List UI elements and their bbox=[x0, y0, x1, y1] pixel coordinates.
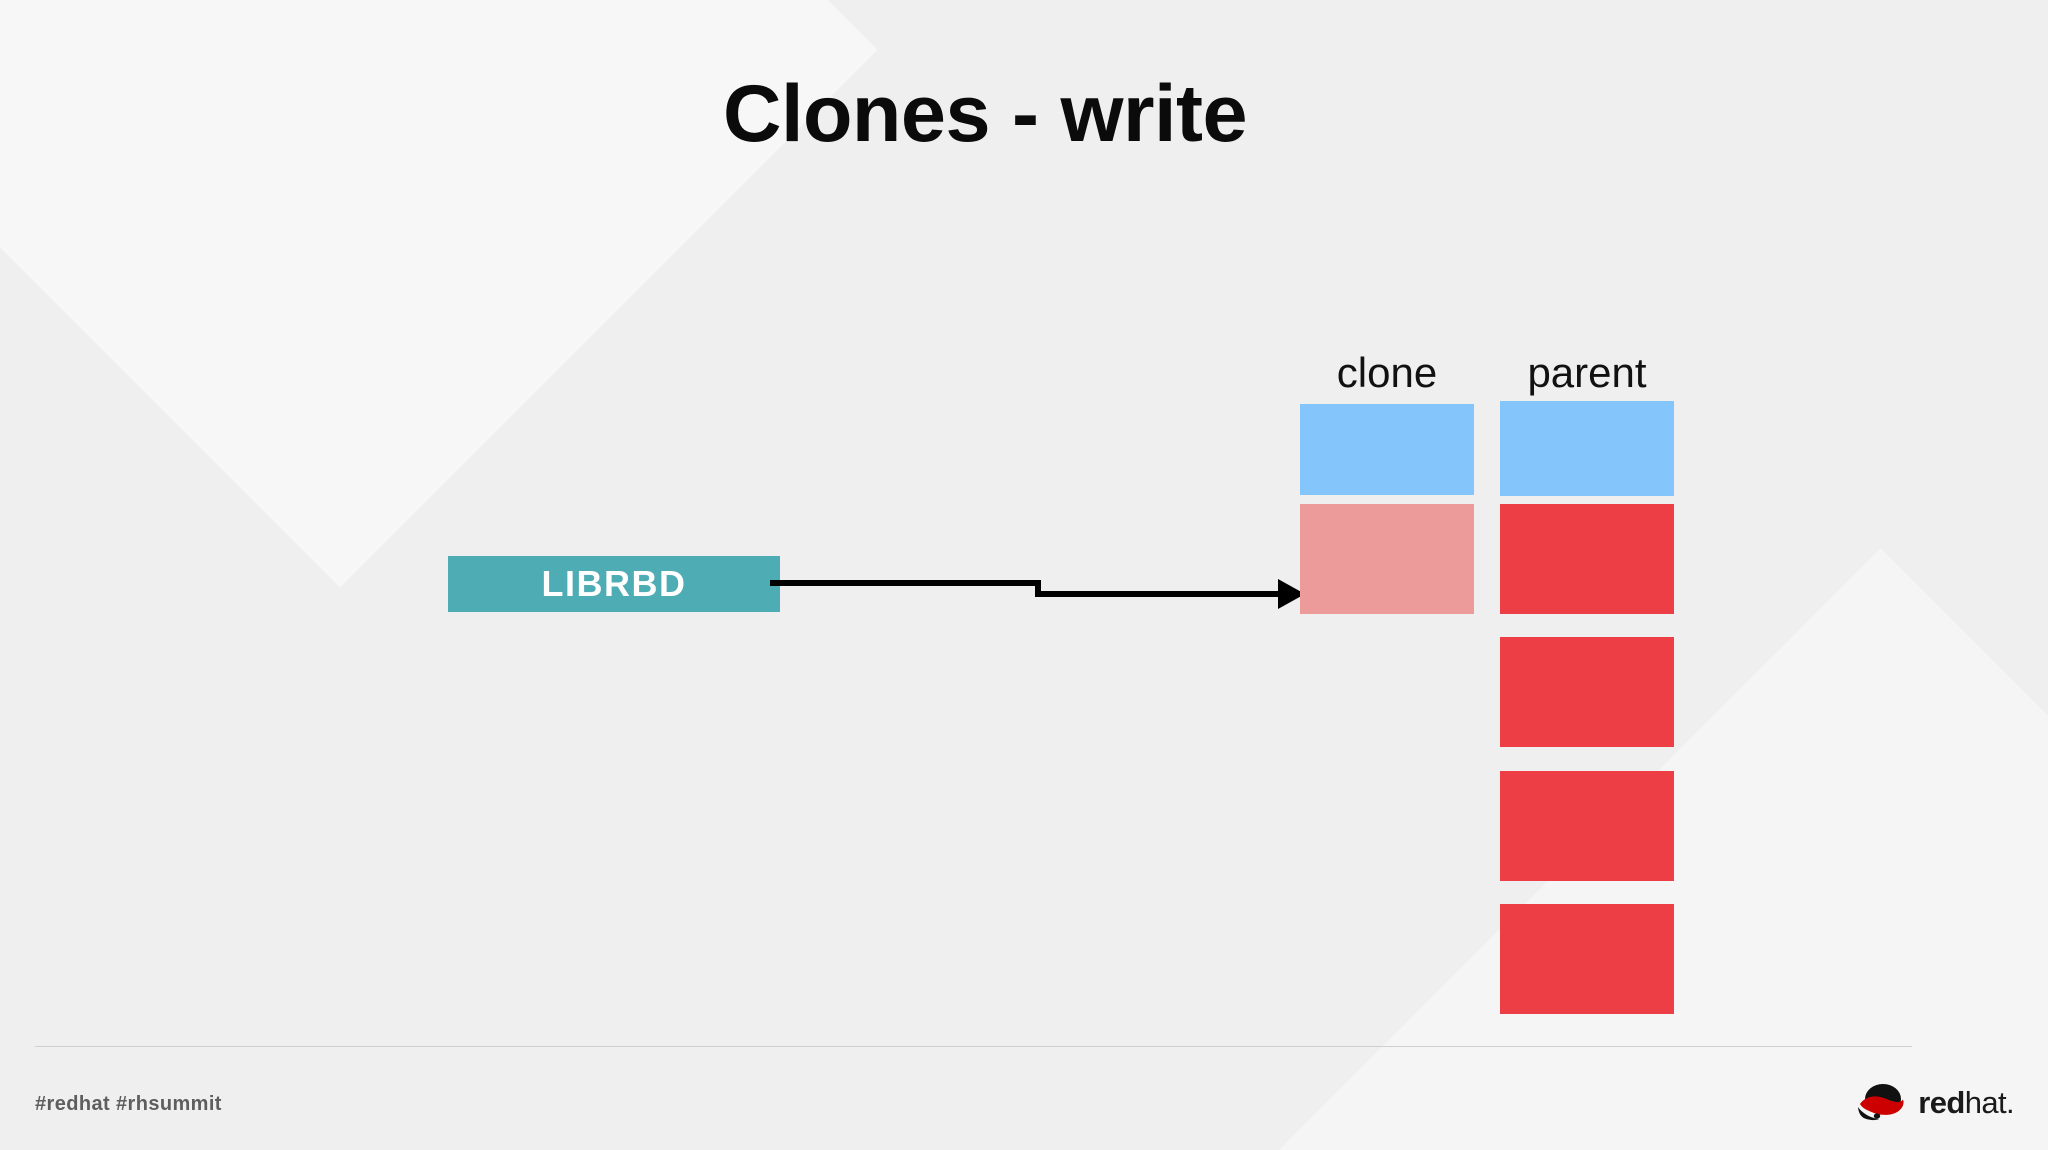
parent-block-1 bbox=[1500, 504, 1674, 614]
parent-block-2 bbox=[1500, 637, 1674, 747]
column-parent: parent bbox=[1500, 349, 1674, 1014]
parent-block-0 bbox=[1500, 401, 1674, 496]
redhat-shadowman-icon bbox=[1858, 1084, 1904, 1121]
librbd-box: LIBRBD bbox=[448, 556, 780, 612]
librbd-label: LIBRBD bbox=[541, 563, 687, 604]
page-title: Clones - write bbox=[722, 69, 1248, 159]
footer-divider bbox=[35, 1046, 1912, 1047]
logo-word-red: red bbox=[1918, 1084, 1965, 1120]
parent-block-4 bbox=[1500, 904, 1674, 1014]
footer-hashtags: #redhat #rhsummit bbox=[35, 1093, 222, 1115]
redhat-logo: redhat. bbox=[1854, 1082, 2015, 1122]
parent-block-3 bbox=[1500, 771, 1674, 881]
write-flow-arrow bbox=[770, 579, 1305, 609]
clone-block-0 bbox=[1300, 404, 1474, 495]
logo-word-hat: hat. bbox=[1964, 1084, 2015, 1120]
column-header-clone: clone bbox=[1336, 349, 1438, 396]
column-clone: clone bbox=[1300, 349, 1474, 614]
clone-block-1 bbox=[1300, 504, 1474, 614]
redhat-wordmark: redhat. bbox=[1918, 1087, 2014, 1118]
column-header-parent: parent bbox=[1527, 349, 1647, 396]
